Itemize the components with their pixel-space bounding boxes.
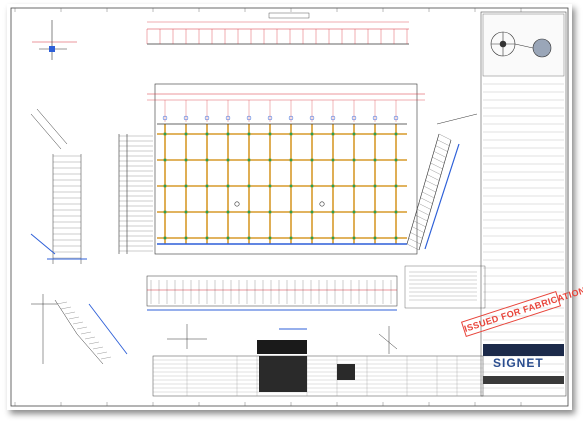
typical-detail-top-left [32, 20, 77, 60]
right-stair-detail [406, 113, 478, 251]
key-plan-drawing [490, 31, 552, 58]
company-logo: SIGNET [493, 356, 544, 370]
top-elevation [146, 12, 409, 45]
bottom-left-stair [31, 294, 128, 365]
drawing-canvas [10, 7, 569, 407]
key-plan-box [482, 13, 565, 77]
section-details-bottom [167, 324, 398, 354]
title-block-frame [480, 11, 567, 397]
bill-of-materials-table [152, 340, 484, 397]
main-framing-plan [118, 83, 425, 255]
sheet-border [10, 7, 569, 407]
title-block-rows [483, 83, 564, 389]
grid-reference-ticks [14, 8, 522, 406]
left-stair-detail [30, 108, 87, 264]
drawing-sheet: ISSUED FOR FABRICATION SIGNET [7, 4, 583, 410]
notes-block [404, 265, 486, 309]
lower-elevation [146, 275, 398, 311]
